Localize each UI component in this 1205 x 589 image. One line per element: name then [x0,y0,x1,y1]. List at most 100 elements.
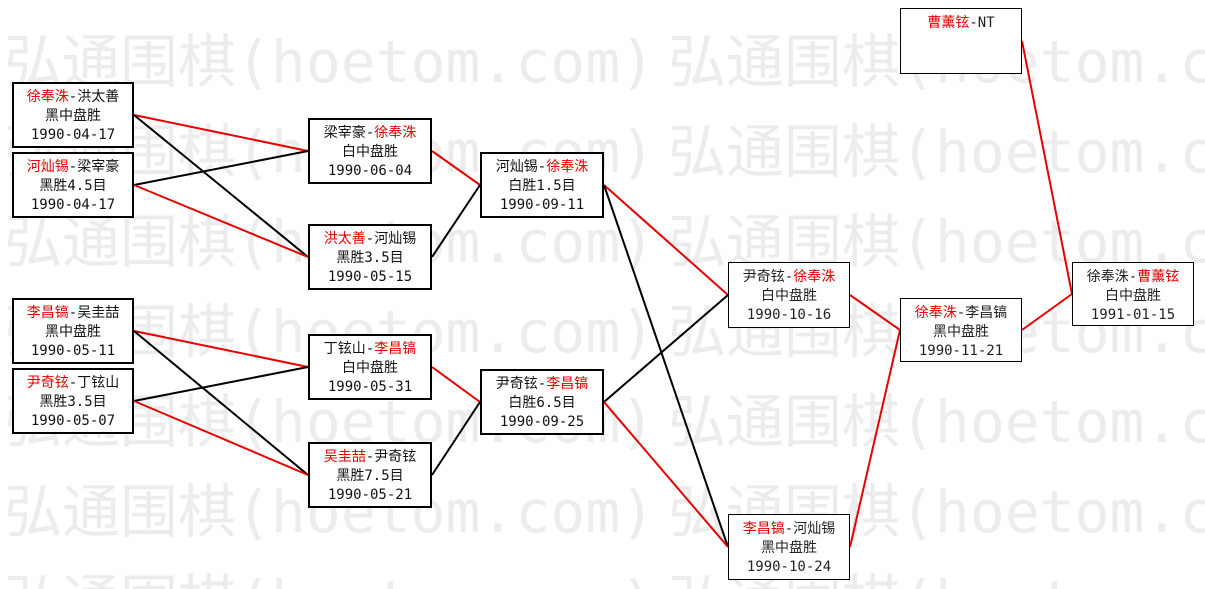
player-name: 尹奇铉 [495,376,538,392]
match-date: 1990-10-24 [746,559,832,575]
player-name: 尹奇铉 [742,269,785,285]
match-result: 黑胜7.5目 [336,468,404,484]
player-separator: - [365,125,375,141]
player-name: 李昌镐 [374,341,417,357]
connector-line [133,400,309,476]
player-separator: - [68,375,78,391]
player-name: NT [977,15,995,31]
player-name: 李昌镐 [546,376,589,392]
connector-line [603,184,729,296]
player-name: 徐奉洙 [1086,269,1129,285]
player-name: 丁铉山 [77,375,120,391]
match-players: 李昌镐-吴圭喆 [14,304,132,323]
match-players: 吴圭喆-尹奇铉 [310,448,430,467]
match-date: 1990-05-11 [30,343,116,359]
player-name: 徐奉洙 [374,125,417,141]
connector-line [133,114,309,258]
match-players: 李昌镐-河灿锡 [729,520,849,539]
match-box: 尹奇铉-李昌镐 白胜6.5目 1990-09-25 [480,369,604,435]
connector-line [133,184,309,258]
match-box: 丁铉山-李昌镐 白中盘胜 1990-05-31 [308,334,432,400]
player-separator: - [68,305,78,321]
player-name: 吴圭喆 [77,305,120,321]
player-separator: - [956,305,966,321]
match-box: 李昌镐-吴圭喆 黑中盘胜 1990-05-11 [12,298,134,364]
match-players: 丁铉山-李昌镐 [310,340,430,359]
match-date: 1990-09-11 [499,197,585,213]
match-players: 徐奉洙-洪太善 [14,88,132,107]
player-name: 李昌镐 [26,305,69,321]
watermark: 弘通围棋(hoetom.com) [668,213,1205,271]
player-name: 吴圭喆 [323,449,366,465]
match-box: 李昌镐-河灿锡 黑中盘胜 1990-10-24 [728,514,850,580]
player-separator: - [784,521,794,537]
match-box: 徐奉洙-洪太善 黑中盘胜 1990-04-17 [12,82,134,148]
match-players: 河灿锡-梁宰豪 [14,158,132,177]
match-box: 梁宰豪-徐奉洙 白中盘胜 1990-06-04 [308,118,432,184]
match-box: 徐奉洙-李昌镐 黑中盘胜 1990-11-21 [900,298,1022,362]
match-date: 1990-11-21 [918,343,1004,359]
connector-line [133,114,309,152]
match-result: 黑胜3.5目 [39,394,107,410]
player-separator: - [784,269,794,285]
match-result: 白胜6.5目 [508,395,576,411]
connector-line [133,330,309,368]
match-result: 白中盘胜 [761,288,817,304]
match-date: 1990-05-15 [327,269,413,285]
player-name: 曹薰铉 [1137,269,1180,285]
match-date: 1990-04-17 [30,127,116,143]
player-separator: - [365,449,375,465]
player-name: 徐奉洙 [546,159,589,175]
match-date: 1990-09-25 [499,414,585,430]
player-name: 河灿锡 [374,231,417,247]
match-result: 白中盘胜 [1105,288,1161,304]
match-date: 1990-05-07 [30,413,116,429]
match-result: 白胜1.5目 [508,178,576,194]
connector-line [133,366,309,402]
player-name: 尹奇铉 [374,449,417,465]
player-name: 河灿锡 [26,159,69,175]
watermark: 弘通围棋(hoetom.com) [668,393,1205,451]
match-result: 黑胜3.5目 [336,250,404,266]
player-name: 尹奇铉 [26,375,69,391]
player-name: 丁铉山 [323,341,366,357]
watermark: 弘通围棋(hoetom.com) [4,33,656,91]
match-result: 黑中盘胜 [933,324,989,340]
connector-line [133,150,309,186]
player-separator: - [68,159,78,175]
match-players: 尹奇铉-李昌镐 [482,375,602,394]
match-result: 白中盘胜 [342,144,398,160]
match-players: 曹薰铉-NT [901,14,1021,33]
match-box: 吴圭喆-尹奇铉 黑胜7.5目 1990-05-21 [308,442,432,508]
player-separator: - [365,231,375,247]
match-date: 1990-04-17 [30,197,116,213]
player-name: 河灿锡 [793,521,836,537]
match-box: 徐奉洙-曹薰铉 白中盘胜 1991-01-15 [1072,262,1194,326]
match-box: 河灿锡-徐奉洙 白胜1.5目 1990-09-11 [480,152,604,218]
match-box: 曹薰铉-NT [900,8,1022,74]
player-name: 徐奉洙 [914,305,957,321]
player-name: 李昌镐 [965,305,1008,321]
match-players: 徐奉洙-曹薰铉 [1073,268,1193,287]
match-players: 梁宰豪-徐奉洙 [310,124,430,143]
match-players: 尹奇铉-丁铉山 [14,374,132,393]
player-separator: - [68,89,78,105]
player-name: 徐奉洙 [26,89,69,105]
player-separator: - [365,341,375,357]
connector-line [603,294,729,403]
connector-line [431,366,481,403]
player-separator: - [537,376,547,392]
connector-line [849,329,901,548]
match-players: 徐奉洙-李昌镐 [901,304,1021,323]
match-result: 黑中盘胜 [45,108,101,124]
player-separator: - [537,159,547,175]
connector-line [849,294,901,331]
match-players: 洪太善-河灿锡 [310,230,430,249]
connector-line [431,184,481,258]
player-name: 徐奉洙 [793,269,836,285]
connector-line [431,401,481,476]
player-name: 梁宰豪 [323,125,366,141]
match-box: 洪太善-河灿锡 黑胜3.5目 1990-05-15 [308,224,432,290]
match-box: 尹奇铉-徐奉洙 白中盘胜 1990-10-16 [728,262,850,328]
